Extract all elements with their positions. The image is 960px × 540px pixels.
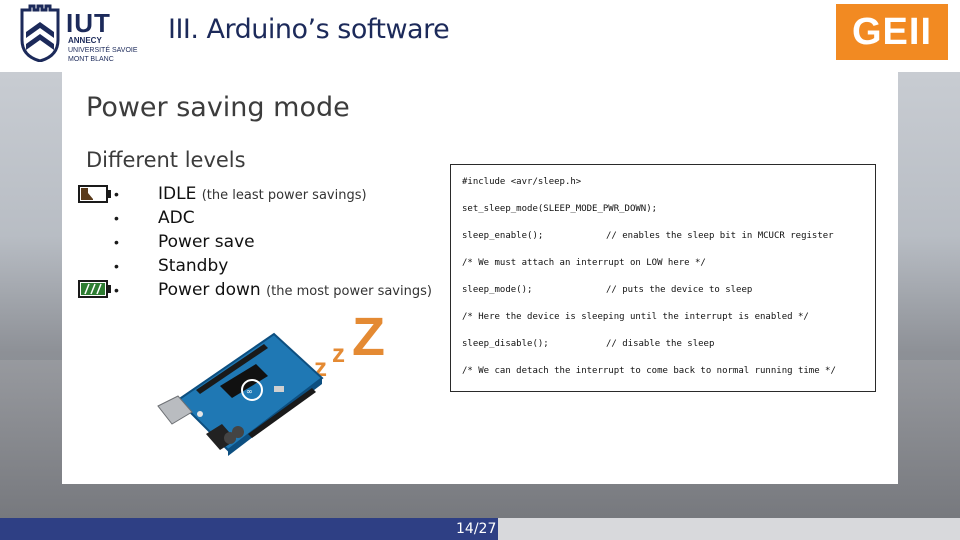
code-line: sleep_disable(); [462,339,549,349]
list-item: • Standby [114,254,444,278]
logo-annecy-text: ANNECY [68,36,102,45]
bullet: • [114,258,119,274]
level-note: (the least power savings) [201,188,367,203]
slide-title: III. Arduino’s software [168,14,450,45]
bullet: • [114,186,119,202]
level-name: Power save [158,232,255,252]
page-number: 14/27 [456,521,497,537]
code-line: /* We can detach the interrupt to come b… [462,366,836,376]
battery-low-icon [78,185,111,203]
logo-university-text: UNIVERSITÉ SAVOIE MONT BLANC [68,47,138,63]
power-levels-list: • IDLE (the least power savings) • ADC •… [114,182,444,302]
iut-shield-logo-icon [20,4,60,62]
battery-full-icon [78,280,111,298]
code-snippet: #include <avr/sleep.h> set_sleep_mode(SL… [450,164,876,392]
slide-subheading: Different levels [86,148,246,172]
level-name: ADC [158,208,195,228]
code-comment: // disable the sleep [606,339,715,349]
list-item: • ADC [114,206,444,230]
arduino-board-image: ∞ [157,332,324,456]
list-item: • Power down (the most power savings) [114,278,444,302]
code-line: /* Here the device is sleeping until the… [462,312,809,322]
code-line: sleep_enable(); [462,231,544,241]
code-line: set_sleep_mode(SLEEP_MODE_PWR_DOWN); [462,204,658,214]
bullet: • [114,234,119,250]
slide-heading: Power saving mode [86,92,350,123]
code-comment: // enables the sleep bit in MCUCR regist… [606,231,834,241]
bullet: • [114,282,119,298]
list-item: • Power save [114,230,444,254]
svg-text:∞: ∞ [246,387,253,396]
sleep-z-large: Z [352,307,385,367]
list-item: • IDLE (the least power savings) [114,182,444,206]
level-name: Standby [158,256,229,276]
level-name: Power down [158,280,261,300]
code-line: /* We must attach an interrupt on LOW he… [462,258,706,268]
bullet: • [114,210,119,226]
code-line: #include <avr/sleep.h> [462,177,582,187]
sleep-z-medium: z [332,338,345,368]
footer-bar-left [0,518,498,540]
code-comment: // puts the device to sleep [606,285,753,295]
slide-header: IUT ANNECY UNIVERSITÉ SAVOIE MONT BLANC … [0,0,960,72]
logo-iut-text: IUT [66,8,111,38]
geii-badge: GEII [836,4,948,60]
level-name: IDLE [158,184,197,204]
iut-logo: IUT ANNECY UNIVERSITÉ SAVOIE MONT BLANC [20,4,150,64]
code-line: sleep_mode(); [462,285,533,295]
footer-bar-right [498,518,960,540]
level-note: (the most power savings) [266,284,432,299]
